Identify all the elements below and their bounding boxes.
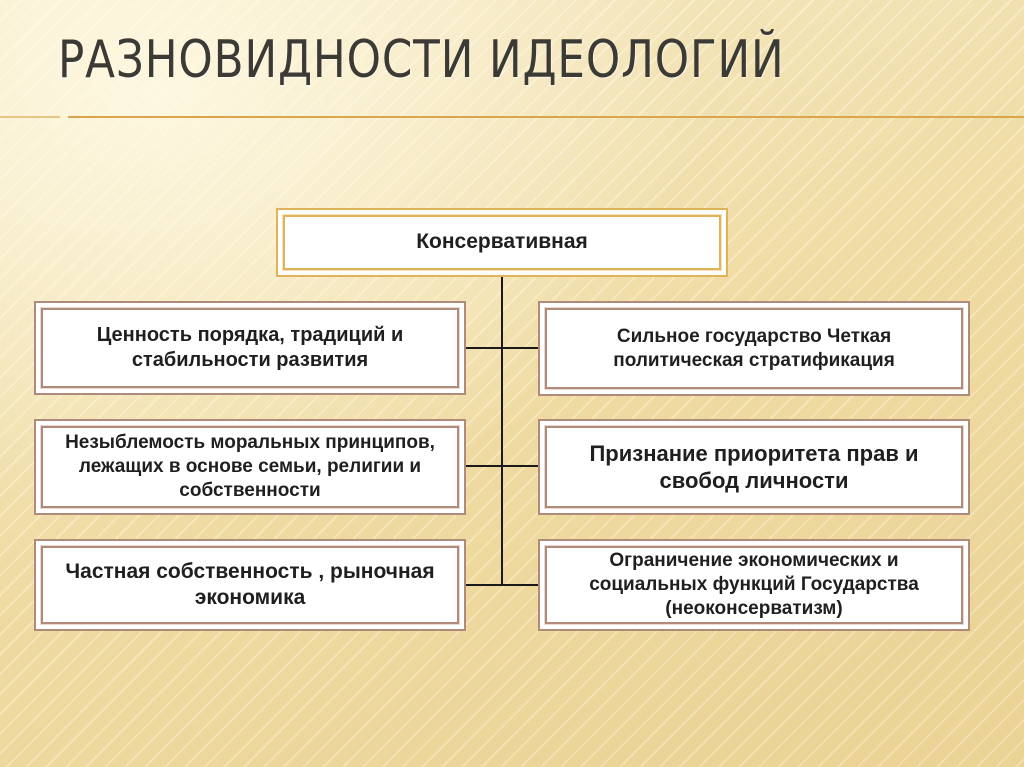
left-node-private-property: Частная собственность , рыночная экономи… xyxy=(34,539,466,631)
right-node-individual-rights: Признание приоритета прав и свобод лично… xyxy=(538,419,970,515)
right-node-neoconservatism: Ограничение экономических и социальных ф… xyxy=(538,539,970,631)
right-node-label: Сильное государство Четкая политическая … xyxy=(613,325,895,371)
right-node-label: Ограничение экономических и социальных ф… xyxy=(589,550,919,619)
left-node-moral-principles: Незыблемость моральных принципов, лежащи… xyxy=(34,419,466,515)
slide-title: РАЗНОВИДНОСТИ ИДЕОЛОГИЙ xyxy=(58,30,785,90)
left-node-label: Частная собственность , рыночная экономи… xyxy=(65,559,435,609)
left-node-label: Ценность порядка, традиций и стабильност… xyxy=(96,324,404,371)
title-underline xyxy=(68,116,1024,118)
title-underline-accent xyxy=(0,116,60,118)
right-node-strong-state: Сильное государство Четкая политическая … xyxy=(538,301,970,396)
left-node-order-traditions: Ценность порядка, традиций и стабильност… xyxy=(34,301,466,395)
root-node-label: Консервативная xyxy=(416,230,588,254)
right-node-label: Признание приоритета прав и свобод лично… xyxy=(589,440,919,494)
root-node-conservative: Консервативная xyxy=(276,208,728,277)
left-node-label: Незыблемость моральных принципов, лежащи… xyxy=(65,432,435,501)
